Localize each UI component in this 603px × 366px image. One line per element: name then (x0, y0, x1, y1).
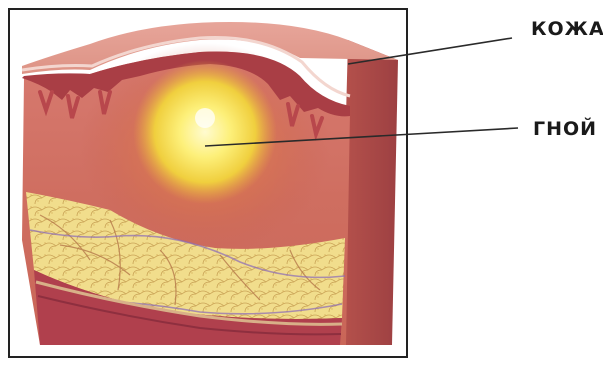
pus-label: ГНОЙ (533, 120, 597, 139)
skin-label: КОЖА (531, 20, 603, 39)
pus-highlight (195, 108, 215, 128)
pus-pocket (133, 60, 277, 204)
block-side-face (340, 40, 398, 345)
